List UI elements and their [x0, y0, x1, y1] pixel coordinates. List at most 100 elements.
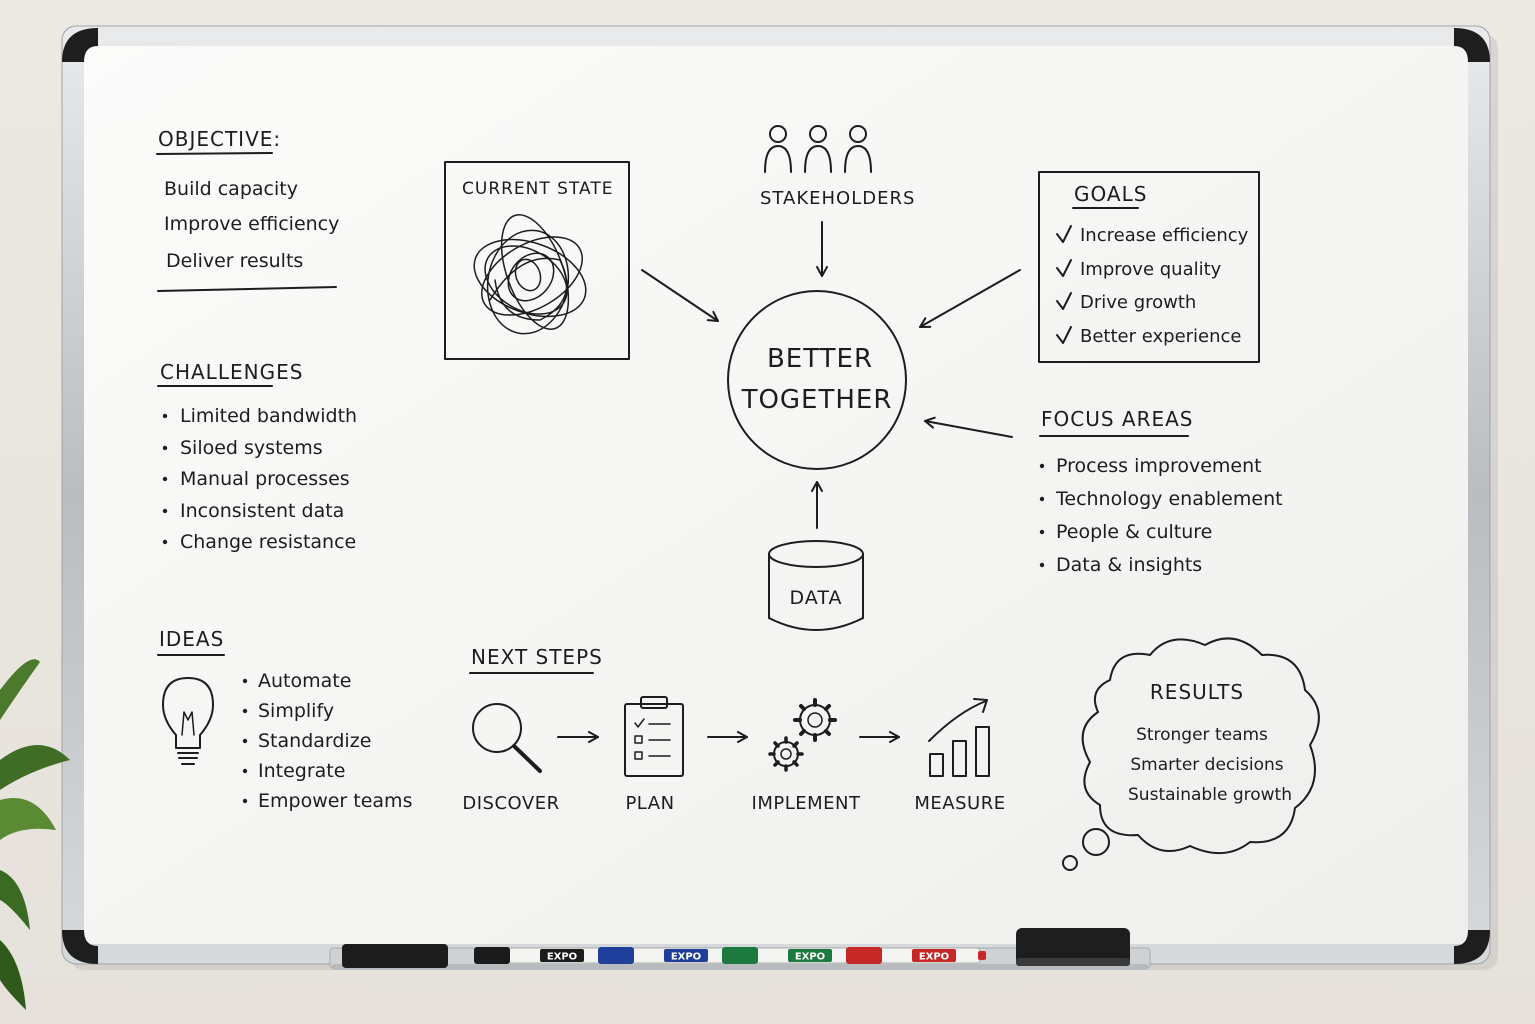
- marker-label-band: [664, 949, 708, 962]
- idea-item: Simplify: [258, 700, 334, 722]
- marker-brand: EXPO: [671, 952, 701, 963]
- bullet: [242, 768, 248, 774]
- center-circle: [727, 290, 907, 470]
- bullet: [162, 413, 168, 419]
- data-label: DATA: [790, 587, 843, 609]
- stakeholders-label: STAKEHOLDERS: [760, 188, 915, 209]
- goal-item: Better experience: [1080, 326, 1242, 347]
- marker-end: [978, 951, 986, 960]
- focus-item: Process improvement: [1056, 455, 1262, 477]
- goal-item: Improve quality: [1080, 259, 1222, 280]
- marker-label-band: [912, 949, 956, 962]
- lightbulb-icon: [162, 677, 214, 765]
- ideas-title: IDEAS: [159, 627, 224, 651]
- corner-cap-top-left: [62, 28, 98, 62]
- bullet: [242, 678, 248, 684]
- magnifier-icon: [472, 703, 542, 773]
- current-state-box: [444, 161, 630, 360]
- goal-item: Drive growth: [1080, 292, 1196, 313]
- scribble-icon: [473, 214, 587, 335]
- marker-cap: [722, 947, 758, 964]
- eraser-felt: [1016, 958, 1130, 966]
- corner-cap-top-right: [1454, 28, 1490, 62]
- bullet: [1039, 562, 1045, 568]
- challenges-list: Limited bandwidth Siloed systems Manual …: [162, 405, 357, 553]
- focus-item: People & culture: [1056, 521, 1212, 543]
- step-label-implement: IMPLEMENT: [752, 793, 861, 814]
- marker-brand: EXPO: [795, 952, 825, 963]
- bullet: [162, 445, 168, 451]
- marker-brand: EXPO: [547, 952, 577, 963]
- clipboard-icon: [624, 696, 684, 777]
- challenge-item: Change resistance: [180, 531, 356, 553]
- check-icon: [1056, 326, 1072, 344]
- check-icon: [1056, 259, 1072, 277]
- arrow-focus-to-center: [924, 416, 1013, 438]
- bullet: [242, 738, 248, 744]
- idea-item: Automate: [258, 670, 351, 692]
- focus-item: Data & insights: [1056, 554, 1202, 576]
- objective-item: Deliver results: [166, 250, 303, 272]
- center-line-2: TOGETHER: [741, 385, 893, 415]
- eraser[interactable]: [1016, 928, 1130, 966]
- gears-icon: [768, 698, 837, 772]
- marker-cap: [474, 947, 510, 964]
- challenge-item: Siloed systems: [180, 437, 323, 459]
- objective-title: OBJECTIVE:: [158, 127, 281, 151]
- people-icon: [764, 125, 872, 173]
- idea-item: Standardize: [258, 730, 371, 752]
- marker-cap: [846, 947, 882, 964]
- center-line-1: BETTER: [767, 344, 873, 374]
- tray-bar-left[interactable]: [342, 944, 448, 968]
- corner-cap-bottom-left: [62, 930, 98, 964]
- results-title: RESULTS: [1150, 680, 1244, 704]
- objective-item: Build capacity: [164, 178, 298, 200]
- bullet: [1039, 496, 1045, 502]
- challenges-title: CHALLENGES: [160, 360, 303, 384]
- whiteboard-surface: [84, 46, 1468, 944]
- idea-item: Integrate: [258, 760, 345, 782]
- bullet: [162, 508, 168, 514]
- check-icon: [1056, 292, 1072, 310]
- marker[interactable]: EXPO: [722, 947, 862, 964]
- marker-brand: EXPO: [919, 952, 949, 963]
- focus-item: Technology enablement: [1055, 488, 1283, 510]
- bullet: [162, 476, 168, 482]
- result-item: Smarter decisions: [1130, 755, 1283, 775]
- results-cloud: [1081, 637, 1320, 855]
- goals-list: Increase efficiency Improve quality Driv…: [1056, 225, 1249, 347]
- challenge-item: Limited bandwidth: [180, 405, 357, 427]
- marker[interactable]: EXPO: [846, 947, 986, 964]
- result-item: Sustainable growth: [1128, 785, 1292, 805]
- database-icon: [768, 540, 864, 631]
- arrow-current-state-to-center: [641, 269, 719, 322]
- markers-group: EXPO EXPO EXPO EXPO: [474, 947, 986, 964]
- bullet: [1039, 529, 1045, 535]
- focus-areas-title: FOCUS AREAS: [1041, 407, 1194, 431]
- goal-item: Increase efficiency: [1080, 225, 1249, 246]
- challenge-item: Manual processes: [180, 468, 350, 490]
- marker-tray-lip: [332, 964, 1148, 970]
- plant-leaves: [0, 659, 70, 1010]
- check-icon: [1056, 225, 1072, 243]
- objective-divider: [157, 286, 337, 292]
- result-item: Stronger teams: [1136, 725, 1268, 745]
- arrow-goals-to-center: [919, 269, 1021, 328]
- current-state-title: CURRENT STATE: [462, 179, 613, 199]
- step-label-plan: PLAN: [625, 793, 674, 814]
- bullet: [242, 798, 248, 804]
- marker-label-band: [540, 949, 584, 962]
- challenge-item: Inconsistent data: [180, 500, 344, 522]
- idea-item: Empower teams: [258, 790, 412, 812]
- bullet: [1039, 463, 1045, 469]
- step-label-measure: MEASURE: [914, 793, 1005, 814]
- marker-label-band: [788, 949, 832, 962]
- bullet: [242, 708, 248, 714]
- corner-cap-bottom-right: [1454, 930, 1490, 964]
- goals-title: GOALS: [1074, 182, 1147, 206]
- marker[interactable]: EXPO: [474, 947, 614, 964]
- marker[interactable]: EXPO: [598, 947, 738, 964]
- bullet: [162, 539, 168, 545]
- objective-item: Improve efficiency: [164, 213, 339, 235]
